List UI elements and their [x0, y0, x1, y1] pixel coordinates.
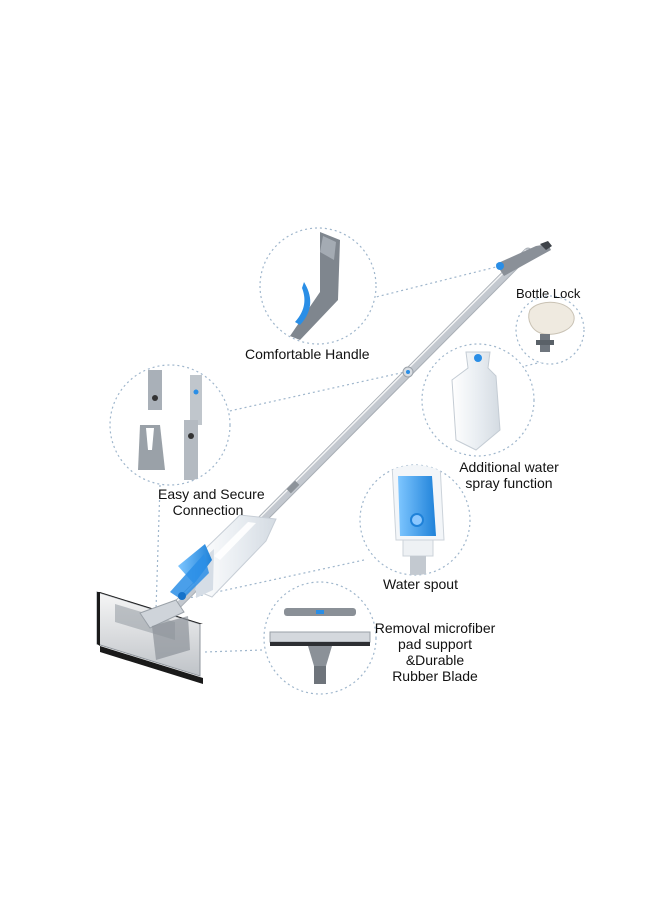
spout-detail-image — [391, 465, 445, 575]
label-comfortable-handle-text: Comfortable Handle — [245, 346, 370, 362]
bottle-lock-image — [528, 301, 575, 352]
label-water-spray-line2: spray function — [465, 475, 553, 491]
label-pad-support-line2: pad support — [398, 636, 472, 652]
spray-bottle — [170, 514, 277, 600]
connection-detail-image — [138, 370, 202, 480]
label-pad-support-line1: Removal microfiber — [374, 620, 496, 636]
label-bottle-lock-text: Bottle Lock — [516, 286, 581, 301]
label-pad-support-line4: Rubber Blade — [392, 668, 478, 684]
label-bottle-lock: Bottle Lock — [516, 286, 580, 302]
label-water-spray-line1: Additional water — [459, 459, 559, 475]
label-water-spray: Additional water spray function — [454, 459, 564, 491]
label-easy-connection-line2: Connection — [172, 502, 244, 518]
label-easy-connection: Easy and Secure Connection — [158, 486, 265, 518]
squeegee-head — [96, 591, 203, 684]
bottle-detail-image — [451, 351, 501, 451]
label-water-spout-text: Water spout — [383, 576, 458, 592]
label-pad-support: Removal microfiber pad support &Durable … — [374, 620, 496, 684]
label-comfortable-handle: Comfortable Handle — [245, 346, 370, 362]
label-water-spout: Water spout — [383, 576, 458, 592]
label-pad-support-line3: &Durable — [405, 652, 465, 668]
label-easy-connection-line1: Easy and Secure — [158, 486, 265, 502]
pad-detail-image — [269, 608, 371, 684]
